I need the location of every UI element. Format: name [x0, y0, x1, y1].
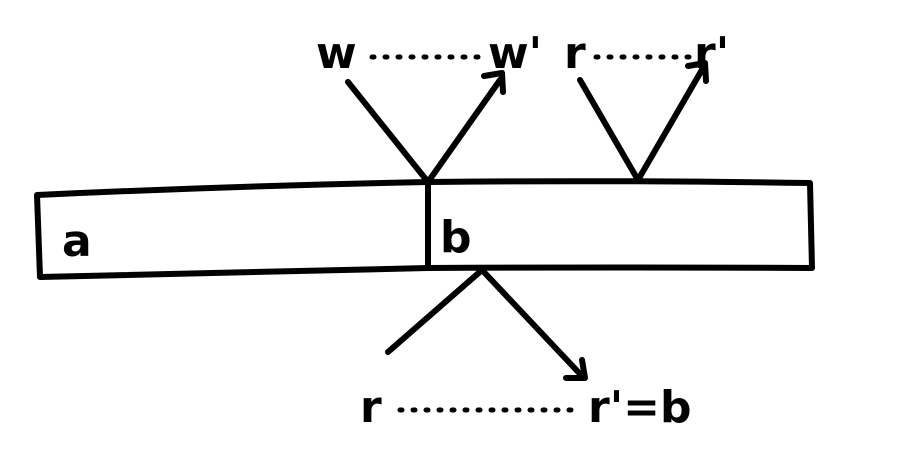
read-bottom-arrowhead [563, 357, 588, 381]
read-bottom-incoming-line [385, 267, 485, 355]
cell-b-label: b [440, 212, 472, 263]
write-arrowhead [481, 70, 506, 95]
memory-strip [34, 178, 815, 280]
read-top-incoming-line [577, 77, 641, 183]
strip-outline [34, 178, 815, 280]
cell-a-label: a [62, 216, 92, 267]
write-incoming-line [345, 79, 431, 185]
write-outgoing-line [425, 77, 503, 185]
write-start-label: w [316, 28, 357, 79]
read-bottom-start-label: r [360, 382, 382, 433]
write-end-label: w' [488, 28, 542, 79]
read-bottom-outgoing-line [479, 267, 585, 379]
read-top-arrowhead [685, 60, 709, 84]
read-bottom-end-label: r'=b [588, 382, 692, 433]
read-top-start-label: r [564, 28, 586, 79]
read-top-end-label: r' [694, 28, 729, 79]
transition-write [345, 54, 506, 185]
transition-read-top [577, 54, 709, 183]
transition-read-bottom [385, 267, 588, 413]
read-top-outgoing-line [635, 65, 706, 183]
